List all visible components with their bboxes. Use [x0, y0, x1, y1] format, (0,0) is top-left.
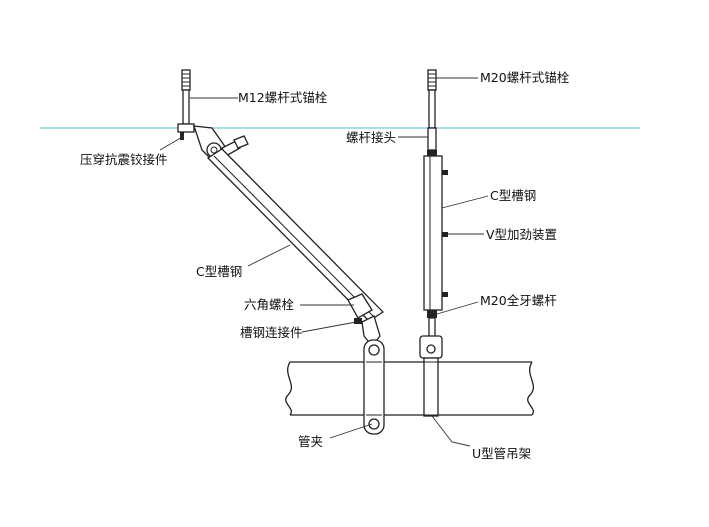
pipe-clamp-left — [363, 339, 385, 435]
u-type-hanger — [419, 335, 443, 417]
label-seismic-hinge: 压穿抗震铰接件 — [80, 152, 168, 167]
label-c-channel-right: C型槽钢 — [490, 188, 536, 203]
label-pipe-clamp: 管夹 — [298, 434, 323, 449]
pipe — [285, 361, 535, 416]
channel-connector-left — [347, 293, 381, 348]
vertical-c-channel — [423, 155, 448, 311]
label-c-channel-left: C型槽钢 — [196, 264, 242, 279]
label-m12-anchor: M12螺杆式锚栓 — [238, 90, 328, 105]
label-channel-connector: 槽钢连接件 — [240, 325, 303, 340]
rod-coupler — [427, 127, 437, 156]
diagonal-c-channel — [206, 148, 385, 322]
label-hex-bolt: 六角螺栓 — [244, 297, 295, 312]
m12-anchor-bolt — [181, 69, 191, 125]
label-full-thread-rod: M20全牙螺杆 — [480, 293, 557, 308]
label-rod-coupler: 螺杆接头 — [346, 130, 396, 145]
m20-anchor-bolt — [427, 69, 437, 129]
label-v-stiffener: V型加劲装置 — [486, 227, 557, 242]
leader-lines — [159, 77, 489, 447]
label-u-hanger: U型管吊架 — [472, 446, 531, 461]
label-m20-anchor: M20螺杆式锚栓 — [480, 70, 570, 85]
